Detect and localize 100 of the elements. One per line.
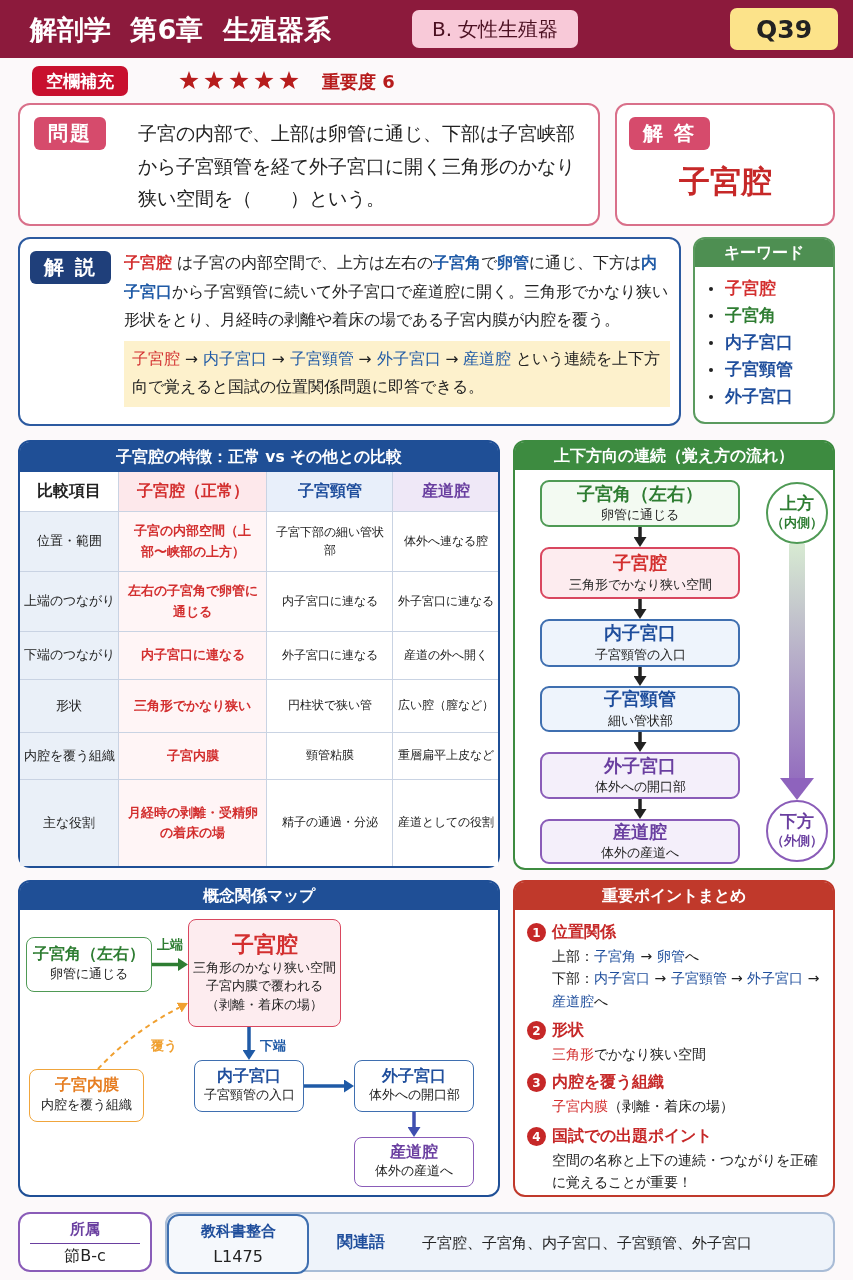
node-title: 外子宮口 <box>604 754 676 777</box>
arrow <box>633 527 647 547</box>
node-text: 卵管に通じる <box>601 506 679 524</box>
concept-box <box>194 1060 304 1112</box>
number-badge: 2 <box>527 1021 546 1040</box>
panel <box>18 880 500 1197</box>
process-box <box>540 619 740 667</box>
process-box <box>540 752 740 799</box>
info-card <box>18 1212 152 1272</box>
node-text: （内側） <box>771 514 823 533</box>
node-title: 産道腔 <box>390 1142 438 1163</box>
table-cell: 下端のつながり <box>20 632 119 680</box>
process-box <box>540 480 740 527</box>
highlight-note: 子宮腔 → 内子宮口 → 子宮頸管 → 外子宮口 → 産道腔 という連続を上下方向で覚えると国試の位置関係問題に即答できる。 <box>124 341 670 407</box>
table-cell: 内子宮口に連なる <box>267 572 393 632</box>
table-cell: 主な役割 <box>20 780 119 866</box>
question-card <box>18 103 600 226</box>
edge-label: 上端 <box>155 935 185 954</box>
page-title: 解剖学 第6章 生殖器系 <box>30 13 331 47</box>
table-cell: 左右の子宮角で卵管に通じる <box>119 572 267 632</box>
table-cell: 形状 <box>20 680 119 733</box>
number-badge: 3 <box>527 1073 546 1092</box>
table-cell: 子宮の内部空間（上部〜峡部の上方） <box>119 512 267 572</box>
panel-header: 子宮腔の特徴：正常 vs その他との比較 <box>20 442 498 472</box>
concept-box <box>26 937 152 992</box>
panel-header: キーワード <box>695 239 833 267</box>
arrow <box>633 599 647 619</box>
concept-box <box>188 919 341 1027</box>
node-text: 体外への開口部 <box>368 1086 460 1105</box>
point-text: 空間の名称と上下の連続・つながりを正確に覚えることが重要！ <box>551 1151 819 1193</box>
node-text: （剥離・着床の場） <box>206 996 323 1015</box>
chapter-badge: B. 女性生殖器 <box>412 10 579 48</box>
question-text: 子宮の内部で、上部は卵管に通じ、下部は子宮峡部から子宮頸管を経て外子宮口に開く三角形のかなり狭い空間を（ ）という。 <box>138 121 576 212</box>
point-heading: 位置関係 <box>552 922 616 943</box>
node-title: 産道腔 <box>613 820 667 843</box>
node-text: 体外の産道へ <box>375 1162 453 1181</box>
node-text: 体外への開口部 <box>594 778 686 796</box>
process-box <box>540 819 740 864</box>
point-heading: 国試での出題ポイント <box>552 1126 712 1147</box>
point-text: 下部：内子宮口 → 子宮頸管 → 外子宮口 → 産道腔へ <box>551 969 821 1011</box>
keyword-item: 子宮頸管 <box>707 356 833 383</box>
keyword-item: 子宮腔 <box>707 275 833 302</box>
concept-box <box>29 1069 144 1122</box>
question-number-badge: Q39 <box>730 8 839 50</box>
panel <box>513 880 835 1197</box>
node-text: 卵管に通じる <box>50 964 128 983</box>
info-card <box>165 1212 835 1272</box>
node-text: 体外の産道へ <box>601 844 679 862</box>
point-heading: 形状 <box>552 1020 584 1041</box>
keyword-item: 子宮角 <box>707 302 833 329</box>
arrow <box>304 1079 354 1093</box>
node-title: 子宮角（左右） <box>33 945 145 965</box>
node-title: 上方 <box>780 493 814 515</box>
panel-header: 上下方向の連続（覚え方の流れ） <box>515 442 833 470</box>
related-terms: 子宮腔、子宮角、内子宮口、子宮頸管、外子宮口 <box>422 1234 752 1253</box>
section-badge: 問題 <box>34 117 106 150</box>
node-text: 細い管状部 <box>607 711 673 730</box>
point-text: 三角形でかなり狭い空間 <box>551 1045 707 1064</box>
concept-box <box>354 1137 474 1187</box>
table-cell: 子宮内膜 <box>119 733 267 780</box>
panel-header: 概念関係マップ <box>20 882 498 910</box>
node-title: 外子宮口 <box>382 1066 446 1087</box>
panel <box>513 440 835 870</box>
node-title: 下方 <box>780 811 814 833</box>
info-value: L1475 <box>212 1246 264 1266</box>
node-title: 子宮角（左右） <box>577 482 703 505</box>
answer-card <box>615 103 835 226</box>
arrow <box>633 732 647 752</box>
column-header: 比較項目 <box>20 472 119 512</box>
node-title: 内子宮口 <box>604 622 676 645</box>
node-text: 内腔を覆う組織 <box>41 1095 132 1114</box>
panel-header: 重要ポイントまとめ <box>515 882 833 910</box>
node-title: 子宮内膜 <box>54 1076 119 1096</box>
keyword-item: 内子宮口 <box>707 329 833 356</box>
node-text: 子宮頸管の入口 <box>594 645 686 664</box>
answer-text: 子宮腔 <box>677 162 773 201</box>
table-cell: 円柱状で狭い管 <box>267 680 393 733</box>
table-cell: 外子宮口に連なる <box>267 632 393 680</box>
table-cell: 内子宮口に連なる <box>119 632 267 680</box>
node-text: 三角形でかなり狭い空間 <box>568 575 712 594</box>
explanation-card <box>18 237 681 426</box>
section-badge: 解 答 <box>629 117 710 150</box>
comparison-table <box>18 440 500 868</box>
arrow <box>633 667 647 686</box>
arrow <box>633 799 647 819</box>
explanation-text: 子宮腔 は子宮の内部空間で、上方は左右の子宮角で卵管に通じ、下方は内子宮口から子宮頸管に続いて外子宮口で産道腔に開く。三角形でかなり狭い形状をとり、月経時の剥離や着床の場である子宮内膜が内腔を覆う。 <box>124 253 669 332</box>
node-text: 子宮頸管の入口 <box>203 1086 295 1105</box>
number-badge: 1 <box>527 923 546 942</box>
table-cell: 子宮下部の細い管状部 <box>267 512 393 572</box>
node-title: 内子宮口 <box>217 1066 281 1087</box>
node-text: （外側） <box>771 832 823 851</box>
column-header: 子宮腔（正常） <box>119 472 267 512</box>
node-text: 三角形のかなり狭い空間 <box>193 958 336 977</box>
info-value: 節B-c <box>63 1245 107 1267</box>
info-label: 教科書整合 <box>199 1221 277 1242</box>
number-badge: 4 <box>527 1127 546 1146</box>
process-box <box>540 686 740 732</box>
concept-box <box>354 1060 474 1112</box>
node-title: 子宮頸管 <box>604 688 676 711</box>
section-badge: 解 説 <box>30 251 111 284</box>
